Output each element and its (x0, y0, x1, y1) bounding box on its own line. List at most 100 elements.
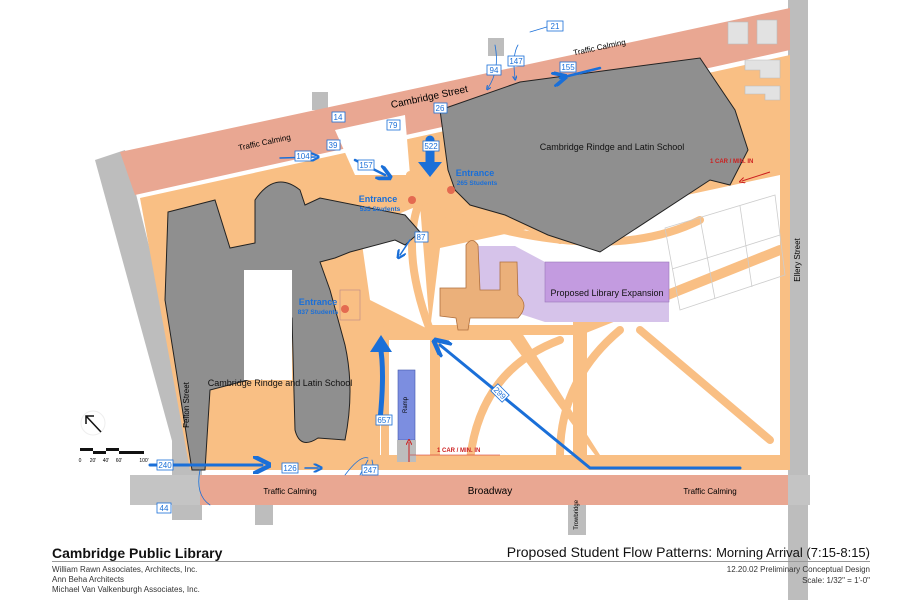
flow-count-text: 21 (551, 22, 560, 31)
entrance-label: Entrance (359, 194, 398, 204)
flow-arrowhead-657 (370, 335, 392, 352)
scale-tick: 40' (103, 458, 110, 464)
scale-tick: 20' (90, 458, 97, 464)
flow-count-text: 247 (363, 466, 377, 475)
flow-count-text: 44 (160, 504, 169, 513)
flow-count-text: 657 (377, 416, 391, 425)
flow-count-text: 155 (561, 63, 575, 72)
entrance-535: Entrance 535 Students (359, 194, 416, 213)
flow-count-text: 240 (158, 461, 172, 470)
title-divider (52, 561, 870, 562)
drawing-title-block: Proposed Student Flow Patterns: Morning … (507, 544, 870, 586)
neighbor-houses (727, 19, 781, 101)
entrance-label: Entrance (299, 297, 338, 307)
ramp-base (397, 440, 416, 462)
flow-count-labels: 21 94 147 155 14 26 79 39 104 157 522 87… (156, 20, 577, 514)
flow-count-147: 147 (507, 55, 525, 67)
flow-count-text: 26 (436, 104, 445, 113)
ellery-street-label: Ellery Street (793, 237, 802, 281)
library-expansion-label: Proposed Library Expansion (550, 288, 663, 298)
entrance-students: 535 Students (360, 206, 401, 213)
scale-tick: 0 (79, 458, 82, 464)
firm-credit: Michael Van Valkenburgh Associates, Inc. (52, 585, 200, 594)
flow-count-247: 247 (361, 464, 379, 476)
cambridge-street (120, 8, 790, 195)
flow-count-text: 147 (509, 57, 523, 66)
flow-count-126: 126 (281, 462, 299, 474)
firm-credit: William Rawn Associates, Architects, Inc… (52, 565, 198, 574)
flow-count-155: 155 (559, 61, 577, 73)
traffic-calming-label-west: Traffic Calming (263, 487, 316, 496)
broadway (200, 475, 788, 505)
school-west-building (164, 181, 421, 471)
flow-arrow-299 (440, 345, 742, 470)
flow-count-text: 79 (389, 121, 398, 130)
firm-credit: Ann Beha Architects (52, 575, 125, 584)
trowbridge-label: Trowbridge (574, 499, 580, 529)
flow-arrow-657 (377, 342, 385, 423)
flow-count-240: 240 (156, 459, 174, 471)
flow-count-26: 26 (433, 102, 448, 114)
entrance-marker (408, 196, 416, 204)
traffic-calming-label-east: Traffic Calming (683, 487, 736, 496)
flow-count-text: 126 (283, 464, 297, 473)
scale-tick: 60' (116, 458, 123, 464)
car-note-text: 1 CAR / MIN. IN (437, 448, 480, 454)
library-expansion-main (544, 261, 670, 303)
flow-count-text: 14 (334, 113, 343, 122)
flow-count-text: 87 (417, 233, 426, 242)
existing-library (439, 240, 525, 331)
flow-arrow-44 (198, 469, 211, 506)
flow-count-21: 21 (546, 20, 564, 32)
ellery-street-road (788, 0, 808, 600)
flow-arrow-87 (400, 239, 411, 255)
car-note-east: 1 CAR / MIN. IN (710, 159, 771, 181)
entrance-marker (447, 186, 455, 194)
flow-arrow-155 (560, 66, 602, 78)
tennis-courts (664, 194, 786, 311)
car-direction-arrow (742, 171, 771, 181)
flow-count-text: 157 (359, 161, 373, 170)
flow-count-44: 44 (156, 502, 172, 514)
date-line: 12.20.02 Preliminary Conceptual Design (726, 565, 870, 574)
flow-count-104: 104 (294, 150, 312, 162)
project-title: Cambridge Public Library (52, 545, 223, 561)
drawing-title: Proposed Student Flow Patterns: (506, 544, 713, 560)
entrance-students: 837 Students (298, 309, 339, 316)
flow-count-text: 39 (329, 141, 338, 150)
car-note-text: 1 CAR / MIN. IN (710, 159, 753, 165)
entrance-837: Entrance 837 Students (298, 289, 361, 321)
courtyard (244, 270, 292, 380)
school-north-label: Cambridge Rindge and Latin School (540, 142, 685, 152)
project-credits: Cambridge Public Library William Rawn As… (52, 545, 222, 595)
flow-count-657: 657 (375, 414, 393, 426)
scale-bar: 0 20' 40' 60' 100' (79, 448, 149, 464)
side-road (312, 92, 328, 110)
school-north-building (439, 57, 749, 253)
north-arrow-icon (80, 410, 106, 436)
entrance-plaza (339, 289, 361, 321)
flow-arrowhead-522 (418, 162, 442, 177)
flow-count-522: 522 (422, 140, 440, 152)
flow-count-14: 14 (331, 111, 346, 123)
entrance-265: Entrance 265 Students (447, 168, 498, 194)
car-note-south: 1 CAR / MIN. IN (409, 442, 500, 462)
flow-count-39: 39 (326, 139, 341, 151)
broadway-label: Broadway (468, 486, 512, 497)
entrance-students: 265 Students (457, 180, 498, 187)
entrance-marker (341, 305, 349, 313)
flow-count-157: 157 (357, 159, 375, 171)
ramp-label: Ramp (403, 396, 409, 413)
entrance-label: Entrance (456, 168, 495, 178)
school-west-label: Cambridge Rindge and Latin School (208, 378, 353, 388)
flow-count-text: 104 (296, 152, 310, 161)
trowbridge-road (568, 500, 586, 535)
scale-note: Scale: 1/32" = 1'-0" (802, 576, 870, 585)
flow-count-text: 522 (424, 142, 438, 151)
flow-count-94: 94 (486, 64, 502, 76)
side-road (488, 38, 504, 56)
drawing-subtitle: Morning Arrival (7:15-8:15) (716, 545, 870, 560)
side-road (255, 500, 273, 525)
flow-count-79: 79 (386, 119, 401, 131)
